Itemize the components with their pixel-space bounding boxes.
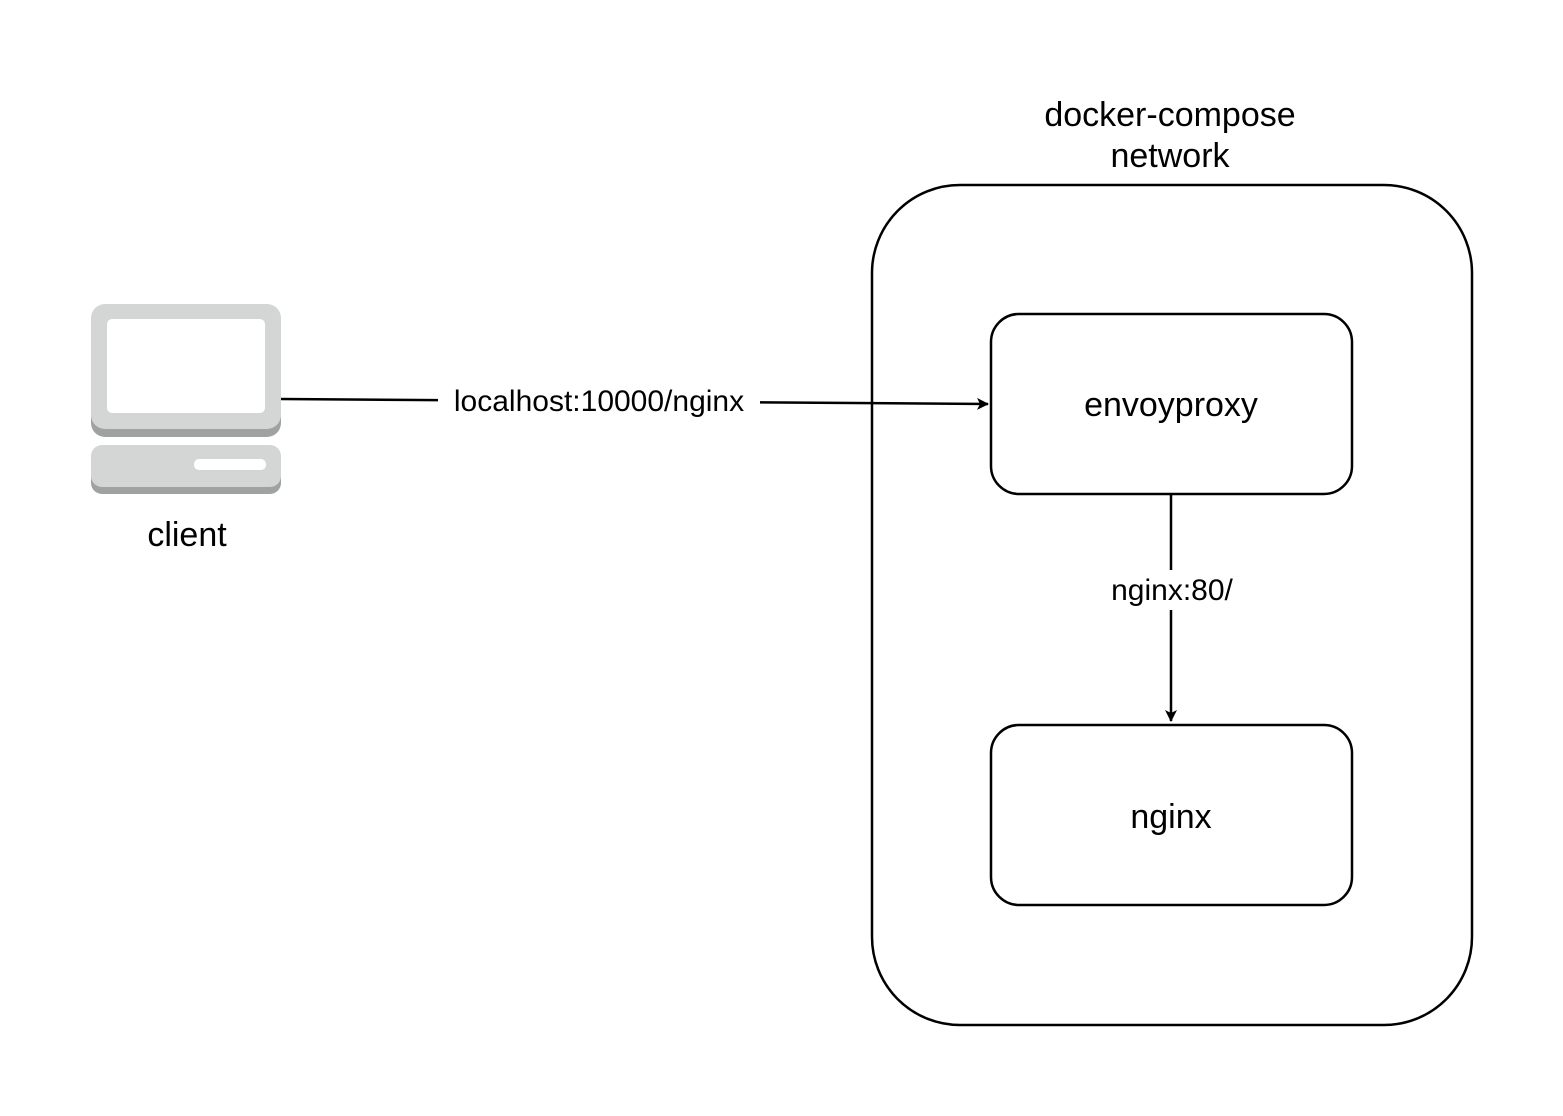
desktop-computer-icon: [91, 304, 281, 494]
client-label: client: [147, 516, 227, 554]
network-label-line1: docker-compose: [1044, 96, 1295, 134]
drive-slot: [194, 459, 266, 470]
client-node[interactable]: client: [91, 304, 281, 554]
edge-client-label-background: [438, 380, 760, 420]
network-label-line2: network: [1110, 137, 1230, 175]
network-container: [870, 183, 1474, 1027]
edge-envoyproxy-to-nginx[interactable]: nginx:80/: [1104, 494, 1240, 722]
nginx-label: nginx: [1130, 798, 1211, 836]
edge-client-to-envoyproxy-label: localhost:10000/nginx: [454, 385, 744, 418]
nginx-box: [989, 723, 1354, 907]
envoyproxy-label: envoyproxy: [1084, 386, 1258, 424]
monitor-screen: [107, 319, 265, 413]
edge-client-to-envoyproxy[interactable]: localhost:10000/nginx: [280, 380, 989, 420]
edge-envoyproxy-to-nginx-label: nginx:80/: [1111, 574, 1233, 607]
edge-nginx-label-background: [1104, 570, 1240, 610]
nginx-node[interactable]: nginx: [989, 723, 1354, 907]
envoyproxy-node[interactable]: envoyproxy: [989, 312, 1354, 496]
